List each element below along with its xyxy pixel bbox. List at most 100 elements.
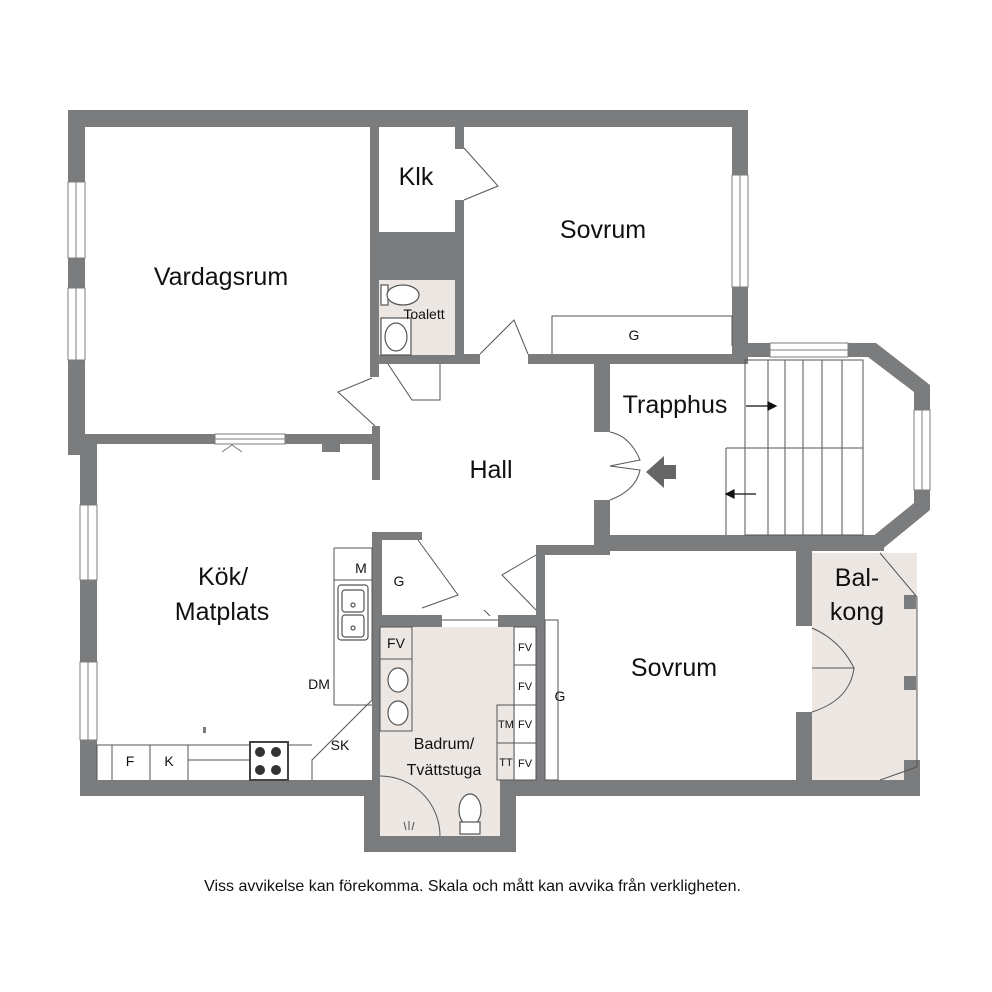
wall-sovrum-top-bottom-left <box>455 354 480 364</box>
outer-wall-bottom-right <box>500 780 920 796</box>
door-vardagsrum <box>337 377 376 427</box>
outer-wall-left-lower <box>80 440 97 795</box>
wall-badrum-top-left <box>372 615 442 627</box>
doors <box>337 147 855 713</box>
label-kok-2: Matplats <box>175 598 269 626</box>
fixture-labels: G G G M DM SK F K FV FV FV TM FV TT FV <box>126 327 640 770</box>
label-tm: TM <box>498 719 514 731</box>
balkong-post-1 <box>904 595 916 609</box>
label-vardagsrum: Vardagsrum <box>154 263 288 291</box>
wall-badrum-left <box>372 615 380 795</box>
shower-drain-1 <box>403 821 407 831</box>
wardrobe-sovrum-top <box>551 315 733 354</box>
label-g-sovrum-top: G <box>629 327 640 343</box>
balkong-railing <box>879 552 918 781</box>
bath-fixtures <box>387 667 482 835</box>
bath-toilet-tank <box>459 821 481 835</box>
door-sovrum-top <box>479 319 529 355</box>
burner-2 <box>271 747 281 757</box>
kitchen-sink-frame <box>337 584 369 641</box>
stair-arrow-down-head <box>724 489 735 499</box>
label-g-hall: G <box>394 573 405 589</box>
kitchen-sink <box>337 584 369 641</box>
window-chevron <box>221 444 243 453</box>
label-fv-3: FV <box>518 719 533 731</box>
label-tt: TT <box>499 757 513 769</box>
wall-vardagsrum-right-lower <box>372 426 380 480</box>
kitchen-sink-drain-2 <box>350 625 356 631</box>
kitchen-sink-drain-1 <box>350 602 356 608</box>
stove-burners <box>255 747 281 775</box>
door-trapphus-1 <box>609 431 641 467</box>
label-fv-left: FV <box>387 635 406 651</box>
entrance-arrow-icon <box>646 456 676 488</box>
burner-4 <box>271 765 281 775</box>
label-sk: SK <box>331 737 350 753</box>
kitchen-sink-basin-2 <box>341 614 365 638</box>
wall-klk-right-upper <box>455 127 464 149</box>
bath-sink-counter <box>379 658 413 732</box>
balkong-railing-line <box>879 552 918 781</box>
burner-1 <box>255 747 265 757</box>
label-sovrum-bottom: Sovrum <box>631 654 717 682</box>
shower <box>379 775 441 837</box>
toalett-basin <box>384 322 408 352</box>
door-badrum-top-mark <box>483 609 491 617</box>
door-klk <box>463 147 499 201</box>
label-fv-1: FV <box>518 642 533 654</box>
shower-arc <box>379 775 441 837</box>
wall-klk-fill <box>379 232 463 280</box>
disclaimer: Viss avvikelse kan förekomma. Skala och … <box>204 878 741 895</box>
wet-room-floors <box>378 280 917 837</box>
bath-wall-right <box>500 780 516 852</box>
label-balkong-2: kong <box>830 598 884 626</box>
toalett-toilet-bowl <box>386 284 420 306</box>
label-k: K <box>164 753 174 769</box>
wall-badrum-top-right <box>498 615 544 627</box>
door-g-hall <box>417 539 459 609</box>
toalett-fixtures <box>380 284 420 356</box>
window-lines <box>75 175 923 740</box>
room-labels: Vardagsrum Klk Sovrum Toalett Trapphus H… <box>154 163 884 779</box>
kitchen-vent <box>322 444 340 452</box>
bath-cabinets-right <box>513 626 537 781</box>
kitchen-sink-basin-1 <box>341 589 365 613</box>
door-trapphus-2 <box>609 465 641 501</box>
label-toalett: Toalett <box>403 306 444 322</box>
outer-wall-balcony-right <box>904 760 920 796</box>
label-g-sovrum-bottom: G <box>555 688 566 704</box>
kitchen-stove <box>249 741 289 781</box>
outer-wall-top <box>68 110 748 127</box>
door-balkong-2 <box>811 667 855 713</box>
wall-sovrum-bottom-right-lower <box>796 712 812 796</box>
bath-sink-2 <box>387 700 409 726</box>
wall-hall-sovrum-joint <box>536 545 610 555</box>
label-badrum-2: Tvättstuga <box>407 762 482 779</box>
badrum-floor <box>378 627 515 837</box>
stair-arrows <box>724 401 778 499</box>
label-trapphus: Trapphus <box>623 391 728 419</box>
wall-trapphus-bottom <box>594 535 884 551</box>
cabinets <box>96 315 733 781</box>
wall-trapphus-left-upper <box>594 354 610 432</box>
bath-sink-1 <box>387 667 409 693</box>
outer-wall-left-upper <box>68 110 85 455</box>
label-f: F <box>126 753 135 769</box>
wall-sovrum-bottom-right-upper <box>796 548 812 626</box>
label-klk: Klk <box>399 163 434 191</box>
label-fv-4: FV <box>518 758 533 770</box>
label-fv-2: FV <box>518 681 533 693</box>
balkong-post-2 <box>904 676 916 690</box>
wall-klk-right <box>455 200 464 355</box>
label-kok-1: Kök/ <box>198 563 248 591</box>
bath-wall-left <box>364 780 380 852</box>
label-dm: DM <box>308 676 330 692</box>
wall-g-closet-top <box>372 532 422 540</box>
wall-vardagsrum-bottom-left <box>85 434 215 444</box>
shower-drain-3 <box>411 821 415 831</box>
staircase <box>725 359 864 536</box>
label-hall: Hall <box>469 456 512 484</box>
label-sovrum-top: Sovrum <box>560 216 646 244</box>
door-sovrum-bottom <box>501 554 537 611</box>
wall-vardagsrum-right-upper <box>370 127 379 377</box>
